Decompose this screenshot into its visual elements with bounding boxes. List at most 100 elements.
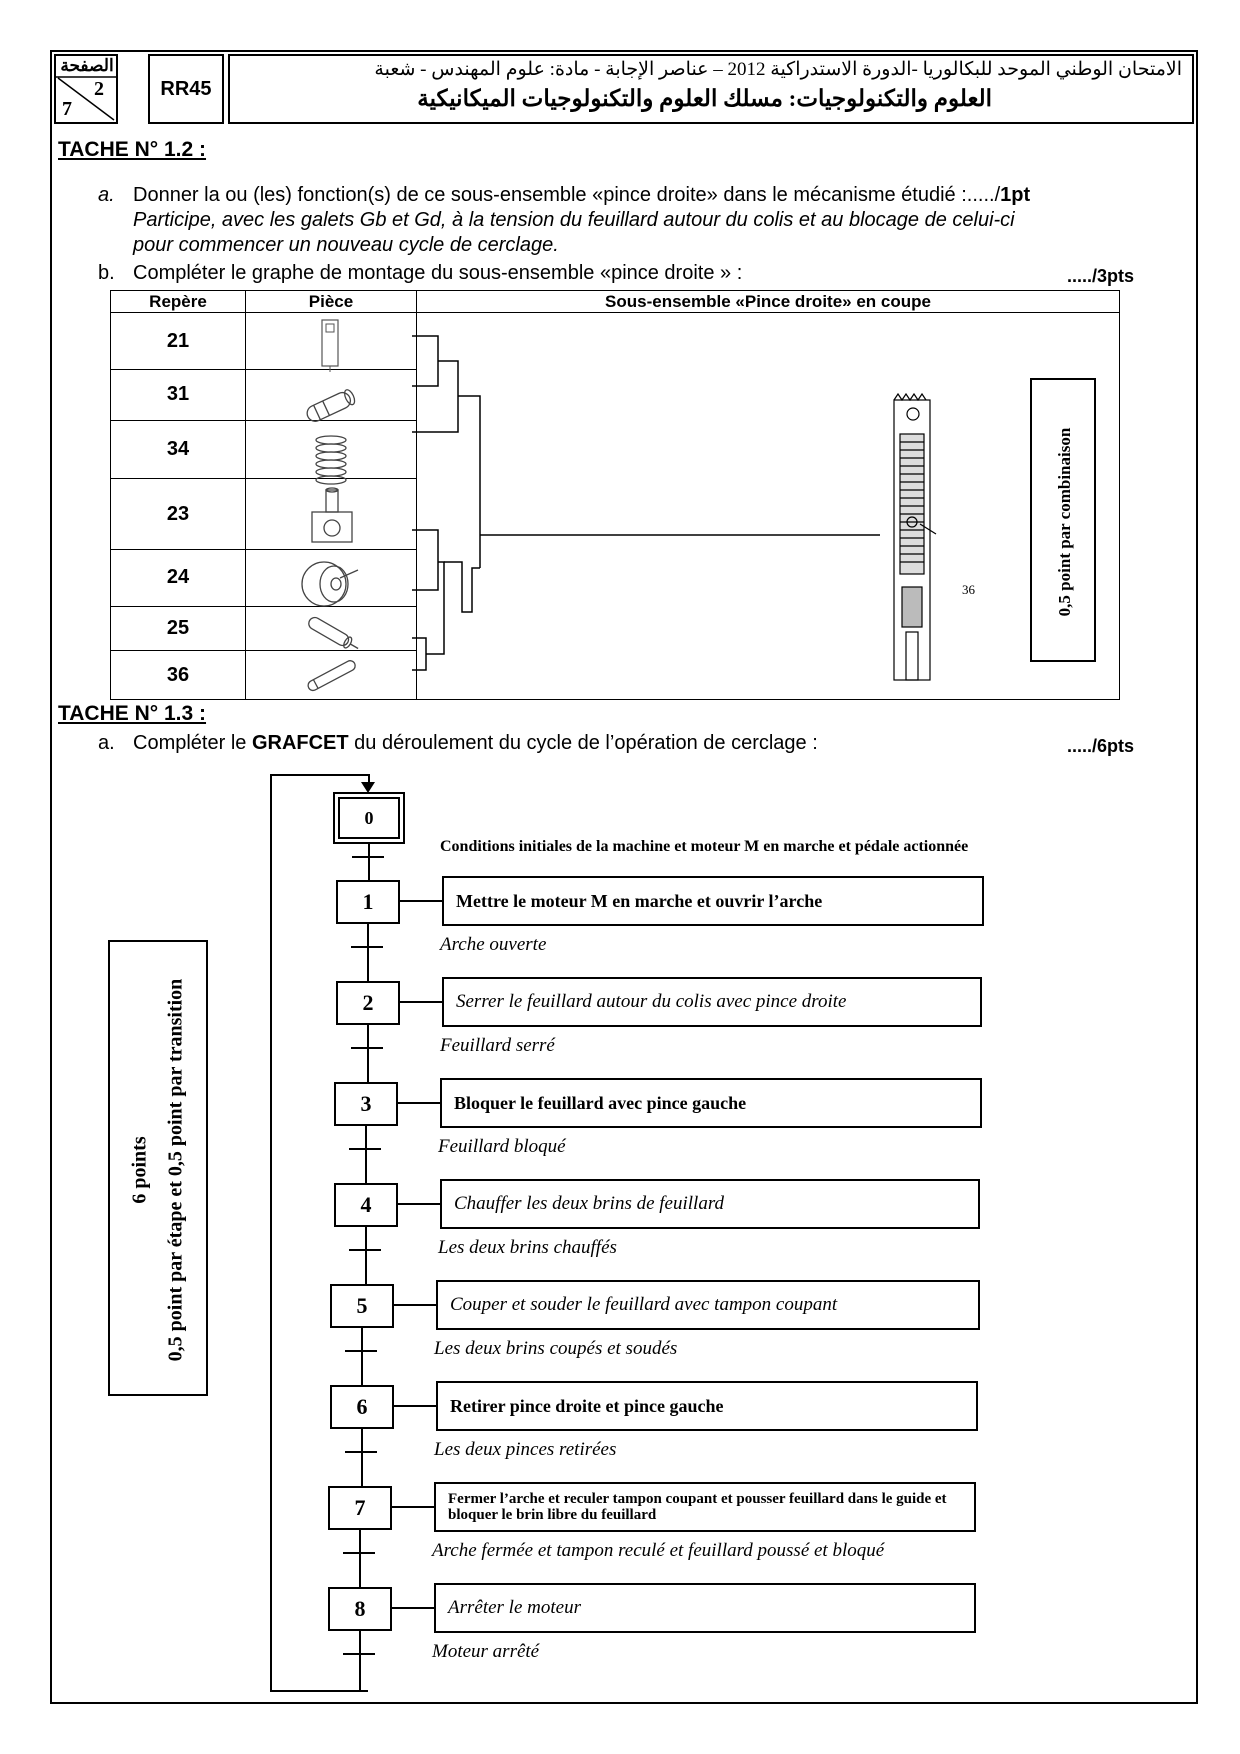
question-13a-letter: a. bbox=[98, 732, 115, 754]
grafcet-step-0-num: 0 bbox=[338, 797, 400, 839]
transition-5-bar bbox=[345, 1350, 377, 1352]
repere-23: 23 bbox=[110, 478, 246, 551]
repere-34: 34 bbox=[110, 419, 246, 480]
pince-droite-section-drawing bbox=[893, 392, 937, 681]
page-num: 2 bbox=[94, 78, 104, 100]
link-7 bbox=[359, 1530, 361, 1587]
repere-25: 25 bbox=[110, 605, 246, 652]
action-link-8 bbox=[392, 1607, 434, 1609]
transition-3-label: Feuillard bloqué bbox=[438, 1136, 566, 1157]
part-23-sketch bbox=[311, 487, 353, 543]
transition-0-label: Conditions initiales de la machine et mo… bbox=[440, 838, 969, 855]
return-line-bottom bbox=[270, 1690, 368, 1692]
code-box: RR45 bbox=[148, 54, 224, 124]
task-1-2-title: TACHE N° 1.2 : bbox=[58, 138, 207, 161]
transition-8-label: Moteur arrêté bbox=[432, 1641, 540, 1662]
action-link-6 bbox=[394, 1405, 436, 1407]
diagonal-divider bbox=[56, 76, 116, 121]
action-link-7 bbox=[392, 1506, 434, 1508]
task-1-3-title: TACHE N° 1.3 : bbox=[58, 702, 207, 725]
repere-31: 31 bbox=[110, 368, 246, 421]
question-13a-bold: GRAFCET bbox=[251, 732, 349, 754]
link-8 bbox=[359, 1631, 361, 1692]
assembly-graph-lines bbox=[412, 335, 880, 671]
transition-8-bar bbox=[343, 1653, 375, 1655]
grafcet-action-5: Couper et souder le feuillard avec tampo… bbox=[436, 1280, 980, 1330]
link-6 bbox=[361, 1429, 363, 1486]
title-box: الامتحان الوطني الموحد للبكالوريا -الدور… bbox=[228, 54, 1194, 124]
answer-a-line2: pour commencer un nouveau cycle de cercl… bbox=[133, 234, 559, 256]
question-a-label: Donner la ou (les) fonction(s) de ce sou… bbox=[133, 184, 1001, 206]
transition-6-bar bbox=[345, 1451, 377, 1453]
page-total: 7 bbox=[62, 98, 72, 120]
return-line-top bbox=[270, 774, 368, 776]
question-13a-post: du déroulement du cycle de l’opération d… bbox=[348, 732, 818, 754]
grafcet-action-8: Arrêter le moteur bbox=[434, 1583, 976, 1633]
piece-34-cell bbox=[245, 419, 417, 480]
return-arrow bbox=[361, 782, 375, 793]
question-a-points: 1pt bbox=[1000, 184, 1031, 206]
transition-6-label: Les deux pinces retirées bbox=[434, 1439, 617, 1460]
link-0-1 bbox=[368, 844, 370, 888]
grafcet-note-line2: 0,5 point par étape et 0,5 point par tra… bbox=[164, 978, 187, 1362]
question-13a-text: Compléter le GRAFCET du déroulement du c… bbox=[133, 732, 818, 755]
page-frame bbox=[50, 50, 1198, 1704]
grafcet-action-6: Retirer pince droite et pince gauche bbox=[436, 1381, 978, 1431]
grafcet-step-7: 7 bbox=[328, 1486, 392, 1530]
repere-36: 36 bbox=[110, 650, 246, 700]
action-link-4 bbox=[398, 1203, 440, 1205]
grafcet-action-1: Mettre le moteur M en marche et ouvrir l… bbox=[442, 876, 984, 926]
grafcet-step-1: 1 bbox=[336, 880, 400, 924]
question-13a-pre: Compléter le bbox=[133, 732, 252, 754]
grafcet-step-5: 5 bbox=[330, 1284, 394, 1328]
grafcet-step-0: 0 bbox=[333, 792, 405, 844]
grafcet-step-2: 2 bbox=[336, 981, 400, 1025]
answer-a-line1: Participe, avec les galets Gb et Gd, à l… bbox=[133, 209, 1015, 231]
question-a-letter: a. bbox=[98, 184, 115, 206]
piece-21-cell bbox=[245, 312, 417, 370]
question-13a-points: ...../6pts bbox=[1067, 736, 1135, 756]
question-b-text: Compléter le graphe de montage du sous-e… bbox=[133, 262, 743, 284]
transition-2-bar bbox=[351, 1047, 383, 1049]
transition-3-bar bbox=[349, 1148, 381, 1150]
transition-4-label: Les deux brins chauffés bbox=[438, 1237, 617, 1258]
link-4 bbox=[365, 1227, 367, 1284]
header-line1: الامتحان الوطني الموحد للبكالوريا -الدور… bbox=[374, 59, 1182, 80]
grafcet-action-4: Chauffer les deux brins de feuillard bbox=[440, 1179, 980, 1229]
grafcet-action-2: Serrer le feuillard autour du colis avec… bbox=[442, 977, 982, 1027]
exam-code: RR45 bbox=[160, 77, 212, 100]
grafcet-step-6: 6 bbox=[330, 1385, 394, 1429]
action-link-3 bbox=[398, 1102, 440, 1104]
action-link-1 bbox=[400, 900, 442, 902]
grafcet-note-line1: 6 points bbox=[128, 1136, 151, 1204]
transition-1-label: Arche ouverte bbox=[440, 934, 547, 955]
page-label: الصفحة bbox=[60, 56, 114, 75]
page-number-box: الصفحة 2 7 bbox=[54, 54, 118, 124]
piece-24-cell bbox=[245, 549, 417, 607]
link-3 bbox=[365, 1126, 367, 1183]
header-line2: العلوم والتكنولوجيات: مسلك العلوم والتكن… bbox=[417, 86, 992, 111]
col-section: Sous-ensemble «Pince droite» en coupe bbox=[416, 289, 1120, 314]
piece-36-cell bbox=[245, 650, 417, 700]
part-36-sketch bbox=[307, 660, 356, 692]
col-piece: Pièce bbox=[245, 289, 417, 314]
transition-7-label: Arche fermée et tampon reculé et feuilla… bbox=[432, 1540, 885, 1561]
repere-21: 21 bbox=[110, 312, 246, 370]
question-a-text: Donner la ou (les) fonction(s) de ce sou… bbox=[133, 184, 1030, 207]
section-cell bbox=[416, 312, 1120, 700]
transition-5-label: Les deux brins coupés et soudés bbox=[434, 1338, 678, 1359]
repere-24: 24 bbox=[110, 549, 246, 607]
grafcet-action-3: Bloquer le feuillard avec pince gauche bbox=[440, 1078, 982, 1128]
question-b-points: ...../3pts bbox=[1067, 266, 1135, 286]
transition-4-bar bbox=[349, 1249, 381, 1251]
col-repere: Repère bbox=[110, 289, 246, 314]
grafcet-step-3: 3 bbox=[334, 1082, 398, 1126]
part-21-sketch bbox=[321, 319, 339, 372]
part-25-sketch bbox=[308, 616, 359, 650]
piece-25-cell bbox=[245, 605, 417, 652]
action-link-2 bbox=[400, 1001, 442, 1003]
link-1 bbox=[367, 924, 369, 981]
part-34-sketch bbox=[315, 435, 347, 485]
transition-7-bar bbox=[343, 1552, 375, 1554]
link-5 bbox=[361, 1328, 363, 1385]
